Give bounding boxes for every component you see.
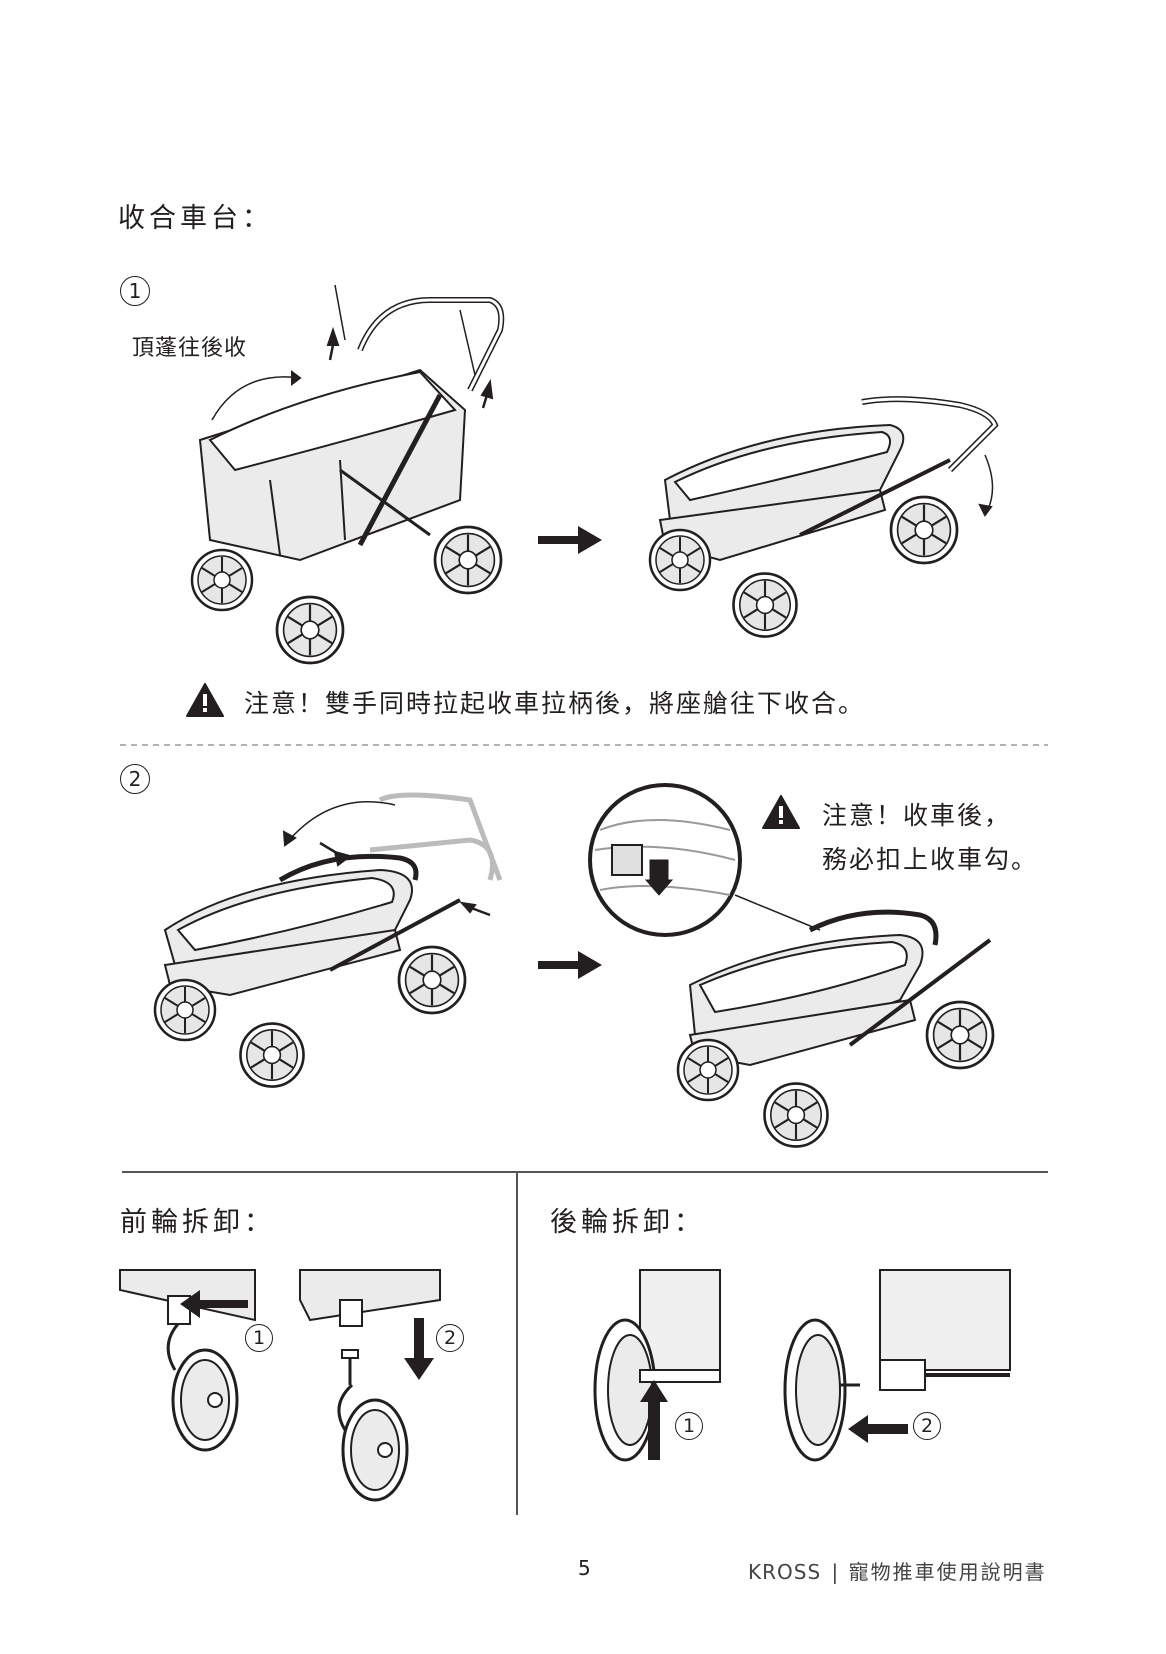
footer-brand-line: KROSS | 寵物推車使用說明書: [748, 1556, 1047, 1585]
step2-number: 2: [120, 764, 150, 794]
rear-wheel-step2: [783, 1269, 1011, 1462]
step2-warning-line2: 務必扣上收車勾。: [822, 845, 1039, 874]
rear-marker-1: 1: [675, 1412, 703, 1440]
stroller-step2-before: [153, 792, 503, 1088]
front-wheel-title: 前輪拆卸：: [120, 1207, 275, 1238]
rear-marker-2: 2: [913, 1412, 941, 1440]
section-title: 收合車台：: [118, 203, 273, 234]
front-marker-1: 1: [245, 1324, 273, 1352]
step1-label: 頂蓬往後收: [132, 336, 248, 361]
front-wheel-step2: [299, 1269, 441, 1502]
arrow-right-icon: [538, 951, 602, 979]
step1-warning-text: 注意！雙手同時拉起收車拉柄後，將座艙往下收合。: [244, 689, 866, 718]
front-wheel-step1: [119, 1269, 256, 1452]
footer-separator: |: [831, 1560, 839, 1584]
page-number: 5: [578, 1556, 591, 1580]
footer-brand: KROSS: [748, 1560, 822, 1584]
step2-warning-line1: 注意！收車後，: [822, 801, 1012, 830]
step1-number: 1: [120, 276, 150, 306]
front-marker-2: 2: [436, 1324, 464, 1352]
stroller-step2-after: [676, 909, 995, 1148]
arrow-right-icon: [538, 526, 602, 554]
footer-doc-title: 寵物推車使用說明書: [848, 1560, 1047, 1584]
step2-warning-icon: [762, 795, 800, 833]
rear-wheel-title: 後輪拆卸：: [550, 1207, 705, 1238]
step1-warning-icon: [186, 683, 224, 721]
stroller-step1-after: [648, 396, 999, 638]
